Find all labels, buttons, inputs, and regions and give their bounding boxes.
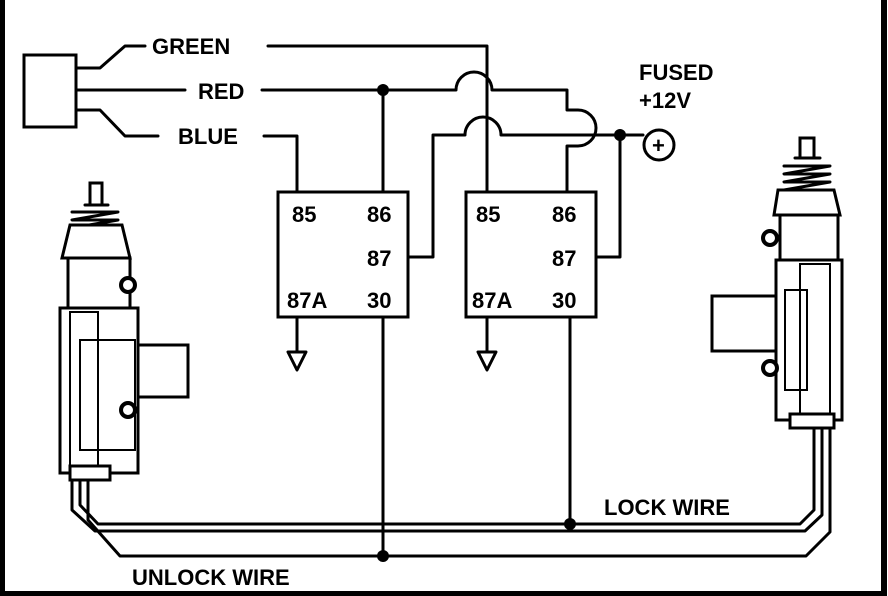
relay-2: 85 86 87 87A 30: [464, 190, 598, 319]
right-actuator-mount-hole-bottom: [761, 359, 779, 377]
red-wire-label: RED: [198, 79, 244, 104]
right-door-lock-actuator: [710, 136, 844, 430]
relay-1-pin-30: 30: [367, 288, 391, 313]
right-actuator-rod: [798, 136, 816, 160]
relay-1-pin-87: 87: [367, 246, 391, 271]
right-actuator-mount-hole-top: [761, 229, 779, 247]
right-actuator-base: [788, 412, 836, 430]
unlock-junction-dot: [377, 550, 389, 562]
right-actuator-upper-housing: [778, 213, 840, 262]
relay-2-pin-85: 85: [476, 202, 500, 227]
relay-2-body: [464, 190, 598, 319]
right-actuator-spring: [782, 156, 832, 192]
left-actuator-boot: [60, 223, 132, 260]
left-actuator-plunger: [136, 343, 190, 399]
red-wire: [74, 70, 598, 194]
relay-1-pin-87a: 87A: [287, 288, 327, 313]
power-source-icon: [642, 128, 676, 162]
right-actuator-boot: [772, 188, 842, 217]
left-door-lock-actuator: [58, 181, 190, 482]
relay-1-pin-85: 85: [292, 202, 316, 227]
switch-connector: [22, 53, 78, 129]
left-actuator-slider: [79, 339, 136, 451]
lock-wire-label: LOCK WIRE: [604, 495, 730, 520]
green-wire: [74, 44, 489, 194]
unlock-wire-label: UNLOCK WIRE: [132, 565, 290, 590]
relay1-87-wire: [406, 115, 622, 259]
relay-1-pin-86: 86: [367, 202, 391, 227]
unlock-wire: [86, 416, 832, 558]
relay-1-body: [276, 190, 410, 319]
power-label-line2: +12V: [639, 88, 691, 113]
left-actuator-mount-hole-bottom: [119, 401, 137, 419]
right-actuator-slider: [784, 289, 808, 391]
green-wire-label: GREEN: [152, 34, 230, 59]
power-label-line1: FUSED: [639, 60, 714, 85]
relay-1: 85 86 87 87A 30: [276, 190, 410, 319]
right-actuator-plunger: [710, 294, 778, 353]
blue-wire-label: BLUE: [178, 124, 238, 149]
relay-1-ground-icon: [286, 350, 308, 372]
relay-2-pin-87a: 87A: [472, 288, 512, 313]
power-plus-symbol: +: [652, 133, 665, 158]
relay-2-pin-87: 87: [552, 246, 576, 271]
lock-wire: [70, 416, 824, 533]
left-actuator-base: [68, 464, 112, 482]
relay-2-pin-30: 30: [552, 288, 576, 313]
relay-2-ground-icon: [476, 350, 498, 372]
left-actuator-rod: [88, 181, 104, 207]
relay2-87-wire: [594, 133, 645, 259]
power-junction-dot: [614, 129, 626, 141]
red-junction-dot: [377, 84, 389, 96]
lock-wire-inner: [78, 416, 816, 526]
relay-2-pin-86: 86: [552, 202, 576, 227]
blue-wire: [74, 108, 299, 194]
left-actuator-mount-hole-top: [119, 276, 137, 294]
